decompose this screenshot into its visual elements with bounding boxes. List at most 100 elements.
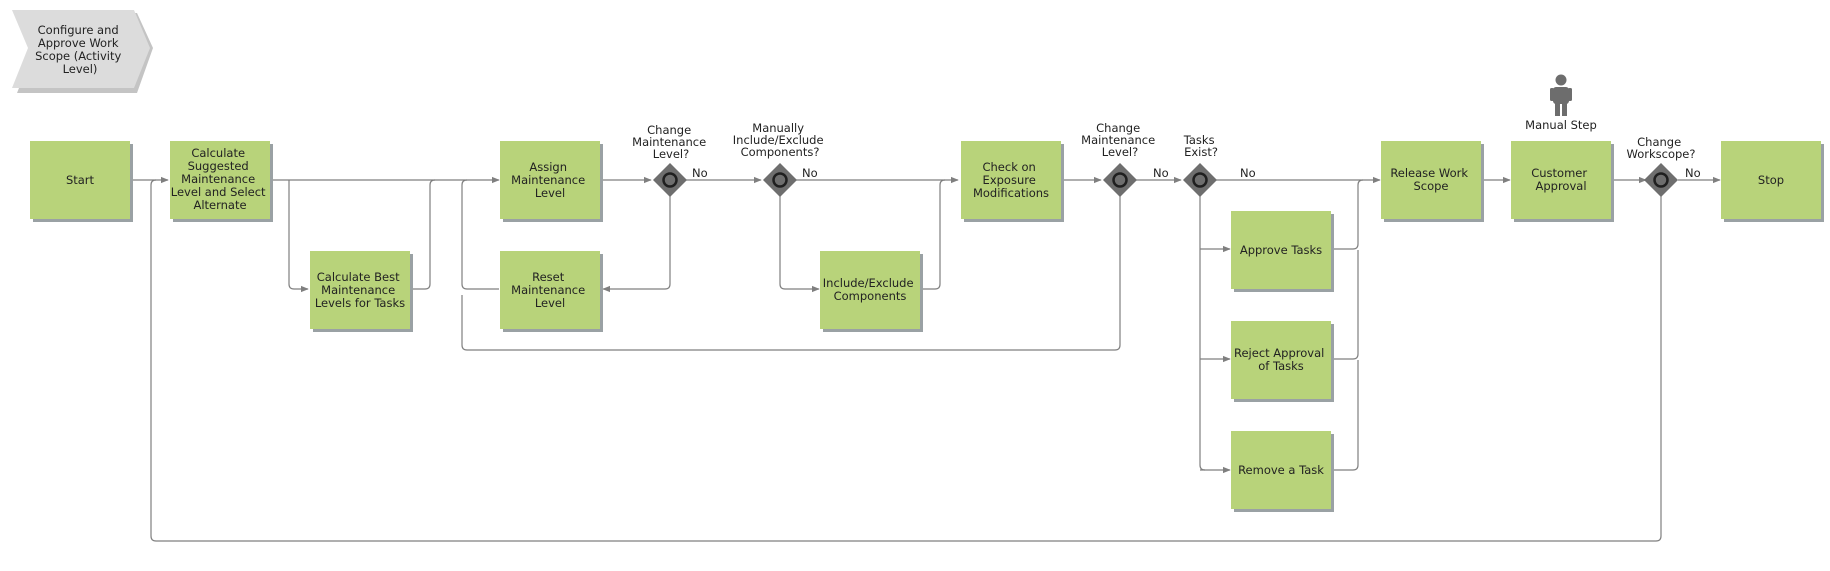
flow-best-to-merge bbox=[410, 179, 436, 290]
svg-text:Reject Approval of Tas: Reject Approval of Tasks bbox=[1234, 346, 1328, 373]
gateway-tasks-exist[interactable]: Tasks Exist? No bbox=[1183, 133, 1256, 197]
gateway-question-line: Maintenance bbox=[632, 135, 706, 149]
svg-text:Configure and Approve Wo: Configure and Approve Work Scope (Activi… bbox=[35, 23, 125, 76]
gateway-question-line: Maintenance bbox=[1081, 133, 1155, 147]
activity-box bbox=[1721, 141, 1821, 219]
activity-label-line: Level and Select bbox=[171, 185, 266, 199]
header-title-line: Scope (Activity bbox=[35, 49, 121, 63]
activity-label-line: Level bbox=[535, 296, 565, 310]
gateway-no-label: No bbox=[692, 166, 708, 180]
activity-approve-tasks[interactable]: Approve Tasks bbox=[1231, 211, 1334, 292]
activity-label-line: Reset bbox=[532, 270, 565, 284]
flow-gw1-to-reset bbox=[602, 193, 671, 293]
activity-check-exposure[interactable]: Check on Exposure Modifications bbox=[961, 141, 1064, 222]
gateway-question-line: Workscope? bbox=[1627, 147, 1696, 161]
gateway-question-line: Include/Exclude bbox=[733, 133, 824, 147]
activity-calc-suggested[interactable]: Calculate Suggested Maintenance Level an… bbox=[170, 141, 273, 222]
svg-text:Customer Approval: Customer Approval bbox=[1531, 166, 1591, 193]
gateway-diamond bbox=[763, 163, 797, 197]
activity-reject-approval[interactable]: Reject Approval of Tasks bbox=[1231, 321, 1334, 402]
activity-box bbox=[1381, 141, 1481, 219]
svg-text:Release Work Scope: Release Work Scope bbox=[1390, 166, 1471, 193]
gateway-ring-icon bbox=[1112, 172, 1128, 188]
gateway-diamond bbox=[653, 163, 687, 197]
header-title-line: Level) bbox=[63, 62, 98, 76]
activity-label-line: Calculate Best bbox=[317, 270, 400, 284]
activity-label-line: Customer bbox=[1531, 166, 1587, 180]
gateway-question-line: Exist? bbox=[1184, 145, 1218, 159]
svg-text:Include/Exclude Compon: Include/Exclude Components bbox=[823, 276, 917, 303]
svg-text:Check on Exposure: Check on Exposure Modifications bbox=[973, 160, 1049, 200]
activity-box bbox=[310, 251, 410, 329]
activity-label-line: Check on bbox=[982, 160, 1035, 174]
gateway-question-line: Change bbox=[1637, 135, 1681, 149]
gateway-question-line: Level? bbox=[653, 147, 689, 161]
activity-box bbox=[961, 141, 1061, 219]
activity-label-line: Maintenance bbox=[181, 172, 255, 186]
activity-remove-task[interactable]: Remove a Task bbox=[1231, 431, 1334, 512]
activity-box bbox=[170, 141, 270, 219]
gateway-diamond bbox=[1644, 163, 1678, 197]
activity-label-line: Maintenance bbox=[321, 283, 395, 297]
activity-customer-approval[interactable]: Customer Approval bbox=[1511, 141, 1614, 222]
flow-approve-out bbox=[1332, 179, 1364, 250]
gateway-question-line: Components? bbox=[741, 145, 820, 159]
flow-reject-out bbox=[1332, 250, 1359, 360]
activity-assign-level[interactable]: Assign Maintenance Level bbox=[500, 141, 603, 222]
activity-include-exclude[interactable]: Include/Exclude Components bbox=[820, 251, 923, 332]
flow-remove-out bbox=[1332, 360, 1359, 471]
svg-text:Approve Tasks: Approve Tasks bbox=[1240, 243, 1322, 257]
activity-stop[interactable]: Stop bbox=[1721, 141, 1824, 222]
activity-label-line: Modifications bbox=[973, 186, 1049, 200]
activity-label-line: Start bbox=[66, 173, 95, 187]
activity-label-line: Stop bbox=[1758, 173, 1784, 187]
activity-box bbox=[1231, 321, 1331, 399]
gateway-change-workscope[interactable]: Change Workscope? No bbox=[1627, 135, 1701, 197]
gateway-ring-icon bbox=[662, 172, 678, 188]
activity-start[interactable]: Start bbox=[30, 141, 133, 222]
manual-step: Manual Step bbox=[1525, 74, 1597, 132]
activity-label-line: Approval bbox=[1535, 179, 1586, 193]
gateway-no-label: No bbox=[802, 166, 818, 180]
activity-box bbox=[500, 251, 600, 329]
activity-box bbox=[30, 141, 130, 219]
header-title-line: Approve Work bbox=[38, 36, 119, 50]
activity-box bbox=[1511, 141, 1611, 219]
activity-label-line: Include/Exclude bbox=[823, 276, 914, 290]
activity-label-line: Maintenance bbox=[511, 173, 585, 187]
manual-step-label: Manual Step bbox=[1525, 118, 1597, 132]
activity-box bbox=[1231, 211, 1331, 289]
svg-text:Assign Maintenance: Assign Maintenance Level bbox=[511, 160, 589, 200]
activity-reset-level[interactable]: Reset Maintenance Level bbox=[500, 251, 603, 332]
activity-label-line: Assign bbox=[529, 160, 567, 174]
gateways: Change Maintenance Level? No Manually In… bbox=[632, 121, 1701, 197]
header-chevron bbox=[12, 10, 150, 88]
activity-box bbox=[1231, 431, 1331, 509]
activity-label-line: Reject Approval bbox=[1234, 346, 1324, 360]
activity-label-line: Suggested bbox=[188, 159, 249, 173]
activity-label-line: Components bbox=[834, 289, 907, 303]
process-header: Configure and Approve Work Scope (Activi… bbox=[12, 10, 153, 93]
svg-text:Manually Include/Exclu: Manually Include/Exclude Components? bbox=[733, 121, 827, 159]
flow-gw2-to-include bbox=[779, 193, 820, 293]
activity-calc-best[interactable]: Calculate Best Maintenance Levels for Ta… bbox=[310, 251, 413, 332]
header-title-line: Configure and bbox=[38, 23, 119, 37]
gateway-change-level-1[interactable]: Change Maintenance Level? No bbox=[632, 123, 710, 197]
flow-calc-to-best bbox=[288, 180, 309, 293]
svg-text:Calculate Suggested: Calculate Suggested Maintenance Level an… bbox=[171, 146, 269, 212]
activity-release-work-scope[interactable]: Release Work Scope bbox=[1381, 141, 1484, 222]
activity-box bbox=[500, 141, 600, 219]
svg-text:Change Maintenance: Change Maintenance Level? bbox=[1081, 121, 1159, 159]
activity-label-line: Release Work bbox=[1390, 166, 1468, 180]
gateway-manual-include[interactable]: Manually Include/Exclude Components? No bbox=[733, 121, 827, 197]
activity-label-line: Level bbox=[535, 186, 565, 200]
svg-text:Stop: Stop bbox=[1758, 173, 1784, 187]
activity-box bbox=[820, 251, 920, 329]
gateway-change-level-2[interactable]: Change Maintenance Level? No bbox=[1081, 121, 1169, 197]
svg-text:Calculate Best Mainten: Calculate Best Maintenance Levels for Ta… bbox=[315, 270, 405, 310]
person-icon bbox=[1550, 74, 1572, 116]
gateway-diamond bbox=[1103, 163, 1137, 197]
activity-label-line: of Tasks bbox=[1258, 359, 1304, 373]
flow-include-to-merge bbox=[921, 179, 946, 290]
